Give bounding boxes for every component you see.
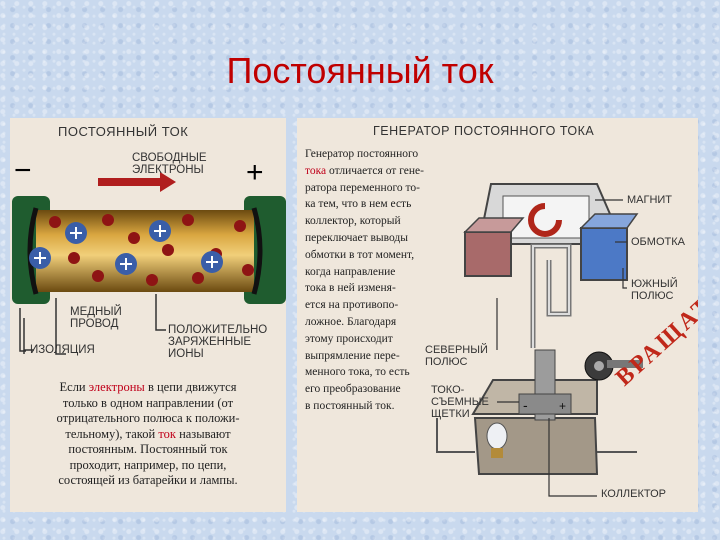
insulation-label: ИЗОЛЯЦИЯ [30, 344, 95, 356]
minus-sign: − [14, 154, 32, 187]
svg-text:-: - [523, 397, 528, 413]
electron [146, 274, 158, 286]
electron-direction-arrow [98, 172, 176, 192]
south-pole [580, 227, 628, 281]
lamp [486, 422, 508, 450]
electron [128, 232, 140, 244]
winding-coil [530, 243, 572, 348]
brushes [518, 393, 572, 415]
electron [234, 220, 246, 232]
rotation-arrow [528, 203, 562, 237]
electron [162, 244, 174, 256]
conductor-illustration [12, 172, 286, 355]
electron [102, 214, 114, 226]
slide-title: Постоянный ток [226, 50, 494, 91]
generator-heading: ГЕНЕРАТОР ПОСТОЯННОГО ТОКА [373, 124, 595, 138]
direct-current-heading: ПОСТОЯННЫЙ ТОК [58, 124, 189, 139]
copper-wire [36, 210, 254, 292]
dc-generator-panel: - + ГЕНЕРАТОР ПОСТОЯННОГО ТОКА Генератор… [297, 118, 698, 512]
north-pole [464, 231, 512, 277]
commutator-label: КОЛЛЕКТОР [601, 488, 667, 500]
positive-ions [29, 220, 223, 275]
electron [182, 214, 194, 226]
direct-current-paragraph: Если электроны в цепи движутся только в … [56, 380, 240, 487]
plus-sign: + [246, 156, 264, 189]
electron [192, 272, 204, 284]
magnet-label: МАГНИТ [627, 194, 673, 206]
generator-paragraph: Генератор постоянного тока отличается от… [305, 148, 424, 412]
insulation-right [244, 196, 286, 304]
electron [92, 270, 104, 282]
electron [242, 264, 254, 276]
electron [49, 216, 61, 228]
winding-label: ОБМОТКА [631, 236, 685, 248]
electron [68, 252, 80, 264]
svg-text:+: + [559, 399, 566, 413]
generator-illustration: - + [436, 183, 643, 497]
